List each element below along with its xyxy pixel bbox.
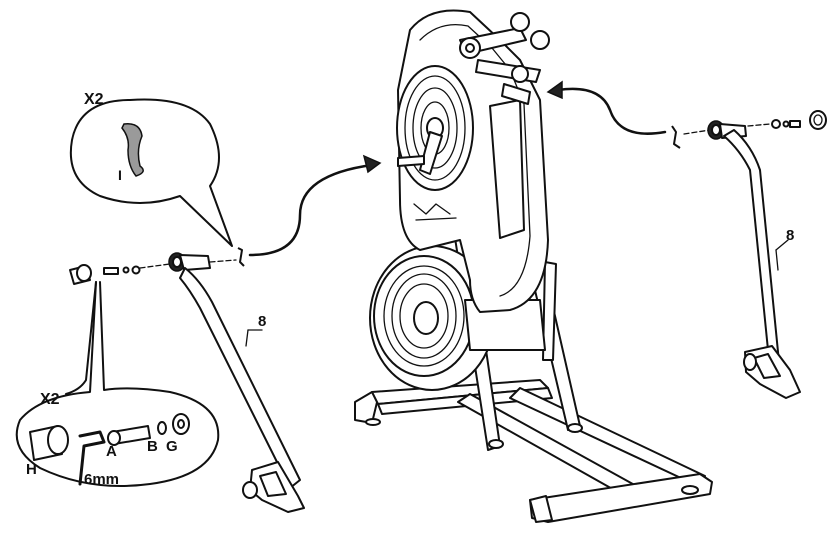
exercise-machine (355, 10, 712, 522)
right-arm-label: 8 (786, 227, 794, 244)
right-end-cap (810, 111, 826, 129)
right-arrow (558, 89, 665, 134)
part-label-g: G (166, 438, 178, 455)
right-arm-assembly: 8 (672, 111, 826, 398)
left-arrowhead (364, 156, 380, 172)
bolt (104, 268, 118, 274)
left-arrow (250, 165, 372, 255)
left-arm-label: 8 (258, 313, 266, 330)
part-label-a: A (106, 443, 117, 460)
base-frame (355, 380, 712, 522)
right-clip-part (672, 126, 680, 148)
bottom-callout: X2 A B G H 6mm (17, 282, 219, 488)
clip-part-detail (122, 124, 143, 176)
top-callout-qty: X2 (84, 91, 104, 108)
right-arrowhead (548, 82, 562, 98)
part-label-b: B (147, 438, 158, 455)
washer-b (158, 422, 166, 434)
part-label-h: H (26, 461, 37, 478)
left-handle-arm (180, 268, 300, 488)
top-callout: X2 I (71, 91, 232, 246)
top-callout-part-label: I (118, 167, 122, 183)
clip-part (238, 248, 244, 266)
tool-size-label: 6mm (84, 471, 119, 488)
right-handle-arm (724, 130, 780, 372)
bottom-callout-qty: X2 (40, 391, 60, 408)
